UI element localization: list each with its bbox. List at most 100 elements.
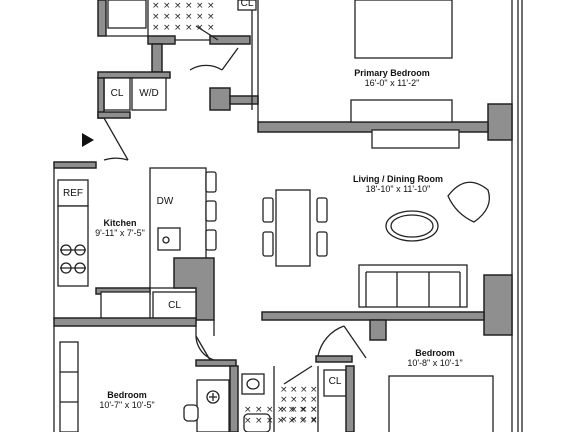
bath-tiles-top: ×××××××××××××××××× [152,1,215,33]
floor-tile-mark: × [310,385,318,395]
floor-tile-mark: × [174,12,182,22]
floor-tile-mark: × [290,395,298,405]
lower-partitions [195,311,485,367]
bathtub [107,0,147,29]
dining-chair [262,197,274,223]
bedroom-left-name: Bedroom [107,390,147,400]
floor-tile-mark: × [196,1,204,11]
media-console [371,129,460,149]
floor-tile-mark: × [288,416,296,426]
floor-tile-mark: × [300,395,308,405]
bedroom-left-label: Bedroom 10'-7" x 10'-5" [84,390,170,411]
floor-tile-mark: × [266,416,274,426]
floor-tile-mark: × [163,12,171,22]
stool [205,229,217,251]
floor-tile-mark: × [310,416,318,426]
floor-tile-mark: × [300,385,308,395]
living-dining-dims: 18'-10" x 11'-10" [365,184,431,195]
floor-tile-mark: × [310,405,318,415]
floor-tile-mark: × [288,405,296,415]
bed-side-dresser [59,341,79,432]
floor-tile-mark: × [266,405,274,415]
kitchen-area [53,161,217,327]
primary-bed [354,0,453,59]
bath-tiles-bottom: ×××××××××××××××××××××××××××××× [244,385,318,426]
closet-kitchen-label: CL [168,300,181,311]
floor-tile-mark: × [310,415,318,425]
closet-entry [103,77,131,111]
floor-tile-mark: × [174,23,182,33]
floor-tile-mark: × [207,23,215,33]
top-left-bath [97,0,257,79]
floor-tile-mark: × [255,405,263,415]
stove-icon [60,244,86,274]
closet-top-label: CL [240,0,254,9]
floor-tile-mark: × [280,415,288,425]
floor-tile-mark: × [299,405,307,415]
floor-tile-mark: × [280,385,288,395]
entry-closets [97,47,239,161]
bedroom-right-name: Bedroom [415,348,455,358]
kitchen-label: Kitchen 9'-11" x 7'-5" [82,218,158,239]
living-dining-area [262,181,491,308]
primary-bedroom-label: Primary Bedroom 16'-0" x 11'-2" [332,68,452,89]
floor-tile-mark: × [207,12,215,22]
bottom-bath [229,365,355,432]
toilet [243,413,271,432]
floor-tile-mark: × [290,405,298,415]
floor-tile-mark: × [310,395,318,405]
desk-chair [183,404,199,422]
floor-tile-mark: × [299,416,307,426]
kitchen-name: Kitchen [103,218,137,228]
primary-bedroom-name: Primary Bedroom [354,68,430,78]
dining-chair [316,231,328,257]
closet-bath-label: CL [328,376,342,387]
dining-chair [262,231,274,257]
washer-dryer-label: W/D [139,88,159,99]
primary-bedroom-dims: 16'-0" x 11'-2" [364,78,420,89]
washer-dryer-closet [131,77,167,111]
refrigerator-label: REF [63,188,83,199]
lounge-chair [447,181,491,223]
floor-tile-mark: × [174,1,182,11]
floor-tile-mark: × [152,1,160,11]
primary-dresser [350,99,453,123]
floor-tile-mark: × [290,415,298,425]
entry-arrow-icon [82,133,94,147]
primary-bedroom-area [209,0,489,149]
floor-tile-mark: × [185,12,193,22]
desk [196,379,230,432]
floor-tile-mark: × [152,12,160,22]
floor-tile-mark: × [255,416,263,426]
sofa [358,264,468,308]
closet-entry-label: CL [110,88,124,99]
floor-tile-mark: × [163,23,171,33]
dishwasher-label: DW [156,196,174,207]
floor-tile-mark: × [310,405,318,415]
living-dining-name: Living / Dining Room [353,174,443,184]
floor-tile-mark: × [185,1,193,11]
closet-kitchen [152,291,197,323]
bedroom-right-label: Bedroom 10'-8" x 10'-1" [392,348,478,369]
kitchen-dims: 9'-11" x 7'-5" [95,228,145,239]
bottom-right-bedroom [388,375,494,432]
exterior-window-wall [483,0,523,432]
kitchen-cabinet [100,291,151,323]
stool [205,200,217,222]
floor-tile-mark: × [244,416,252,426]
floor-tile-mark: × [207,1,215,11]
living-dining-label: Living / Dining Room 18'-10" x 11'-10" [336,174,460,195]
floor-tile-mark: × [300,415,308,425]
top-closet [237,0,257,11]
floor-tile-mark: × [280,405,288,415]
floor-tile-mark: × [290,385,298,395]
dining-table [275,189,311,267]
floor-tile-mark: × [152,23,160,33]
floor-tile-mark: × [196,12,204,22]
floor-tile-mark: × [277,405,285,415]
dining-chair [316,197,328,223]
stool [205,171,217,193]
floor-tile-mark: × [244,405,252,415]
